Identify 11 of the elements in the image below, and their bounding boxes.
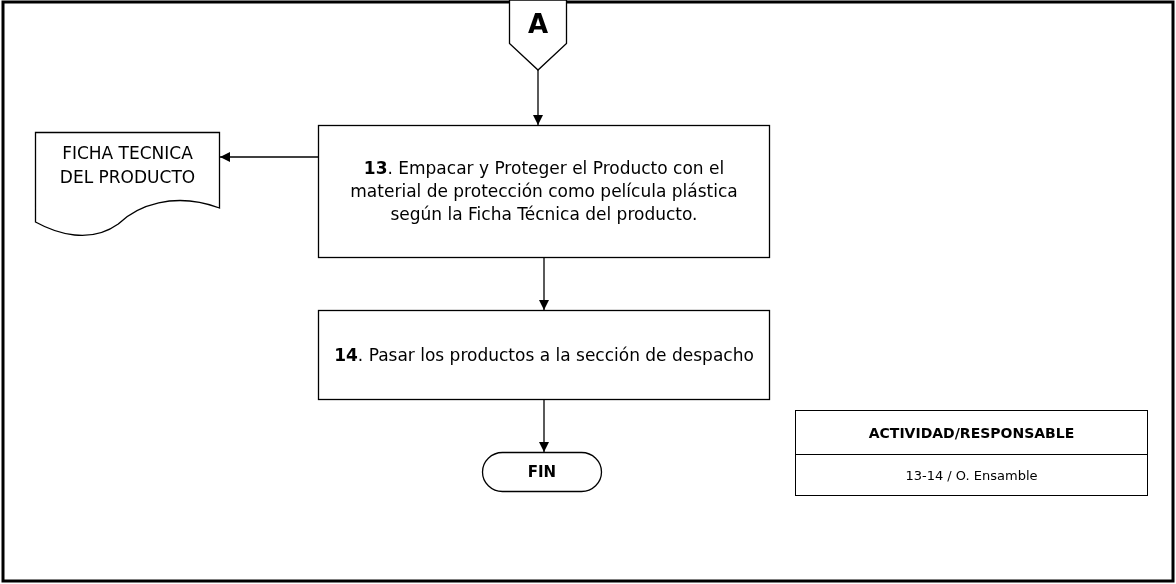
node-text: A <box>527 9 549 39</box>
node-text: 14. Pasar los productos a la sección de despacho <box>333 343 755 367</box>
node-text: 13. Empacar y Proteger el Producto con el material de protección como película plástica según la Ficha Técnica del producto. <box>349 157 739 226</box>
table-header-cell: ACTIVIDAD/RESPONSABLE <box>795 410 1148 455</box>
table-cell: 13-14 / O. Ensamble <box>795 454 1148 496</box>
arrow <box>533 69 543 126</box>
arrow <box>219 152 319 162</box>
node-text: FICHA TECNICA DEL PRODUCTO <box>58 142 197 189</box>
node-text: FIN <box>527 463 557 481</box>
arrow <box>539 257 549 311</box>
arrow <box>539 399 549 453</box>
